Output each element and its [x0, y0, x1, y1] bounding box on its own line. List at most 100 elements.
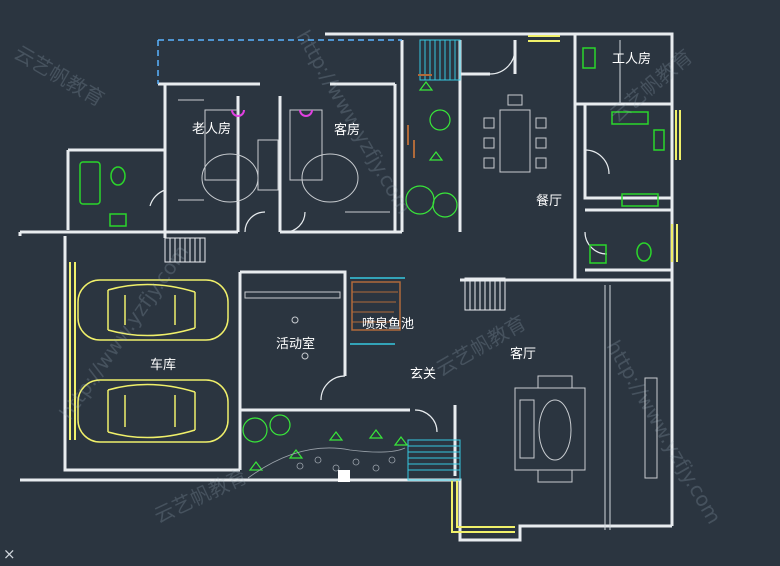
chair-elder — [231, 109, 245, 117]
window-bath-right — [671, 224, 678, 262]
sofa-left — [519, 399, 535, 459]
window-garage-left — [69, 262, 76, 440]
chair-2 — [483, 137, 495, 149]
small-plants — [248, 81, 444, 471]
wood-items — [407, 74, 432, 158]
cars — [77, 279, 229, 443]
chair-3 — [483, 157, 495, 169]
stairs-foyer — [407, 439, 461, 481]
wood-decor — [407, 74, 432, 158]
stairs-top — [419, 39, 461, 81]
worker-fixture — [582, 47, 596, 69]
table — [499, 109, 531, 173]
chair-guest — [299, 109, 313, 117]
chair-5 — [535, 137, 547, 149]
window-worker — [675, 110, 681, 160]
room-label-elder: 老人房 — [192, 122, 232, 137]
wall-dining-left — [460, 40, 517, 76]
wall-living-bottom — [458, 480, 672, 542]
vanity — [621, 193, 659, 207]
pink-chairs — [231, 109, 313, 117]
wall-garage — [63, 236, 240, 472]
pond-lines — [352, 291, 398, 323]
kitchen-sink — [611, 111, 649, 125]
living-inner-wall — [604, 285, 611, 530]
gravel-4 — [352, 458, 360, 466]
room-label-foyer: 玄关 — [410, 367, 437, 382]
coffee-table — [538, 399, 572, 461]
stairs-garage — [164, 237, 506, 311]
bed-lines — [178, 99, 390, 213]
sofa-set — [514, 375, 658, 483]
armchair-top — [537, 375, 573, 389]
car-upper-detail — [107, 283, 196, 337]
gravel-5 — [372, 464, 380, 472]
fixture-dot-2 — [301, 352, 309, 360]
armchair-bottom — [537, 469, 573, 483]
room-label-living: 客厅 — [510, 347, 537, 362]
door-foyer — [414, 409, 438, 433]
bed-guest — [289, 109, 323, 181]
gravel-3 — [332, 464, 340, 472]
door-guest — [284, 211, 306, 233]
door-bath-right — [584, 231, 608, 255]
toilet-right — [636, 242, 652, 262]
stair-living-treads — [469, 278, 501, 310]
gravel-edge — [247, 447, 406, 479]
stair-foyer-outline — [407, 439, 461, 481]
bath-fixtures — [79, 47, 665, 264]
wardrobe-center — [257, 139, 279, 191]
room-label-garage: 车库 — [150, 358, 177, 373]
shrub-5 — [269, 414, 291, 436]
rug-guest — [301, 153, 359, 203]
close-icon[interactable]: × — [3, 545, 16, 563]
stair-foyer-treads — [408, 445, 460, 471]
window-dining — [528, 35, 560, 42]
activity-details — [244, 291, 341, 360]
gravel-6 — [388, 456, 396, 464]
wall-service-rooms — [575, 102, 672, 272]
wall-activity — [240, 270, 347, 376]
doors — [149, 48, 610, 433]
room-label-guest: 客房 — [334, 123, 361, 138]
stove — [653, 129, 665, 151]
chair-4 — [535, 117, 547, 129]
gravel-1 — [296, 462, 304, 470]
sink-left — [109, 213, 127, 227]
door-elder — [244, 211, 266, 233]
room-label-activity: 活动室 — [276, 337, 316, 352]
car-lower — [77, 379, 229, 443]
stair-top-treads — [424, 40, 456, 80]
dining-table — [483, 94, 547, 173]
garden-gravel — [247, 447, 406, 482]
room-label-worker: 工人房 — [612, 52, 652, 67]
garden-plants — [242, 81, 458, 471]
windows — [69, 35, 681, 533]
shrub-4 — [242, 417, 268, 443]
pond-edge — [350, 277, 405, 345]
door-activity — [320, 375, 346, 401]
window-living-corner — [451, 480, 515, 533]
rug-elder — [201, 153, 259, 203]
door-dining — [489, 48, 516, 75]
pond-outline — [351, 281, 401, 331]
bed-elder — [204, 109, 238, 181]
chair-1 — [483, 117, 495, 129]
dashed-roof-line — [157, 39, 402, 84]
shrub-2 — [432, 192, 458, 218]
wall-top-right — [325, 32, 674, 526]
gravel-2 — [314, 456, 322, 464]
garden-marker — [338, 470, 350, 482]
door-service — [584, 149, 610, 175]
chair-6 — [535, 157, 547, 169]
tv-cabinet — [644, 377, 658, 479]
bathtub-left — [79, 161, 101, 205]
shrub-3 — [429, 109, 451, 131]
stair-garage-treads — [169, 238, 201, 262]
dashed-outline — [157, 39, 402, 84]
shower — [589, 244, 607, 264]
fountain-pond — [350, 277, 405, 345]
beds — [178, 99, 390, 213]
